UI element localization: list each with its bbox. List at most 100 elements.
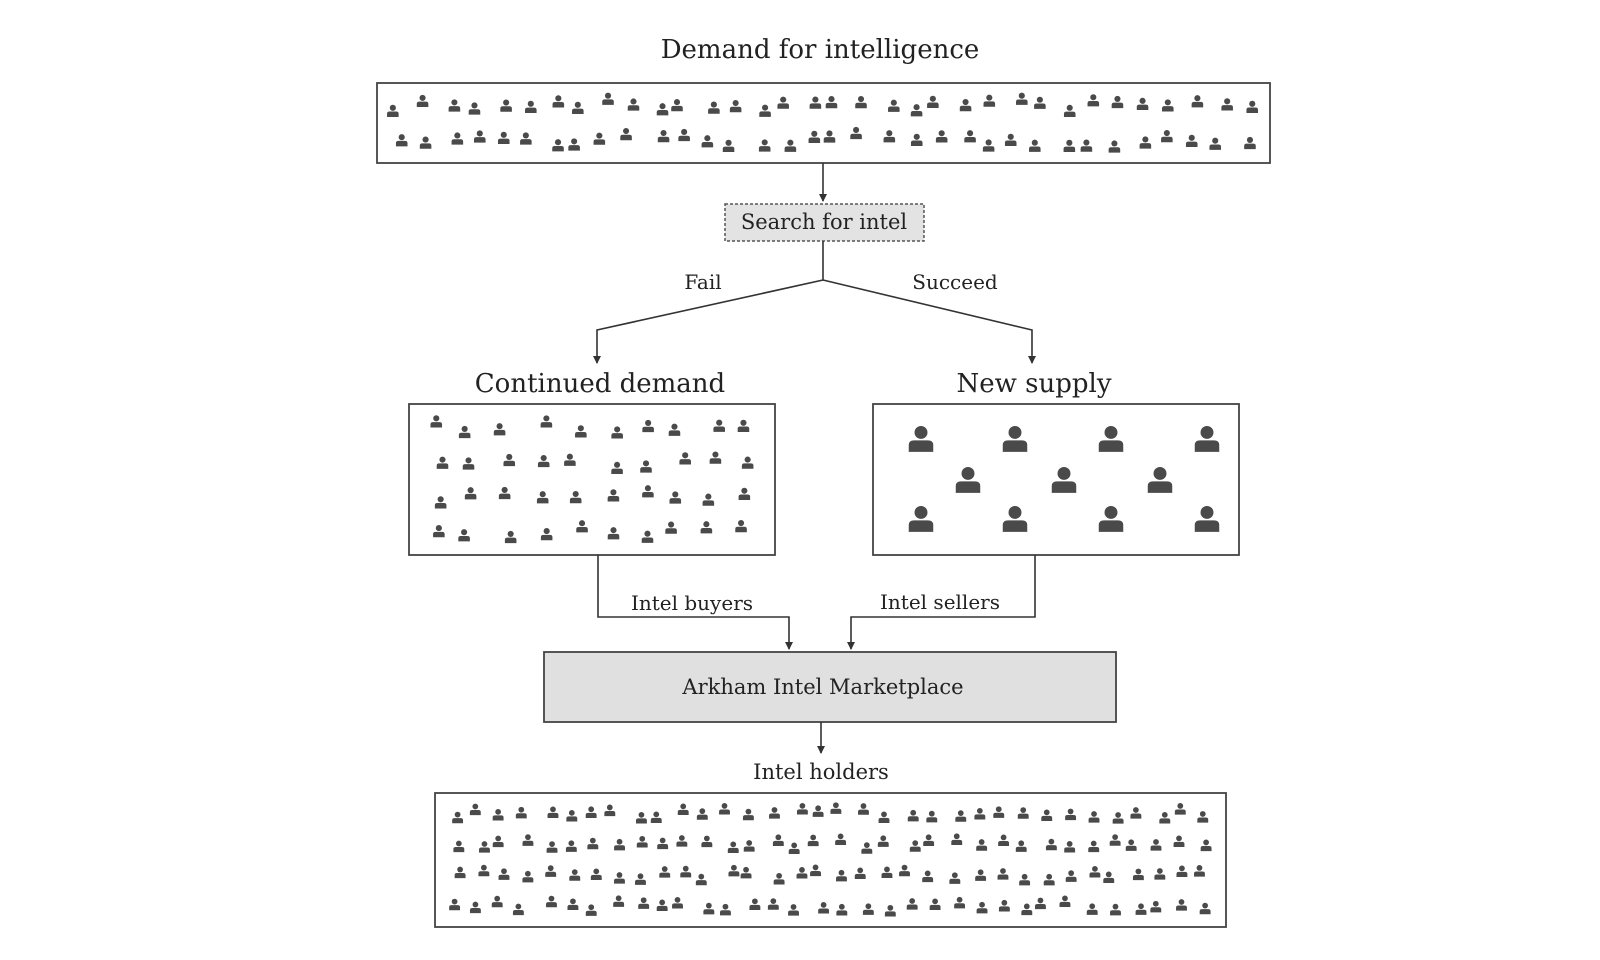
person-icon bbox=[1161, 129, 1173, 143]
person-icon bbox=[836, 869, 847, 882]
person-icon bbox=[949, 872, 961, 884]
person-icon bbox=[671, 99, 683, 112]
person-icon bbox=[1002, 505, 1028, 532]
person-icon bbox=[695, 873, 707, 886]
person-icon bbox=[810, 864, 821, 877]
person-icon bbox=[449, 898, 461, 911]
person-icon bbox=[923, 834, 935, 846]
person-icon bbox=[998, 834, 1010, 847]
person-icon bbox=[1088, 811, 1100, 823]
marketplace-label: Arkham Intel Marketplace bbox=[681, 675, 963, 699]
person-icon bbox=[983, 94, 996, 107]
person-icon bbox=[590, 868, 602, 881]
person-icon bbox=[974, 807, 986, 820]
person-icon bbox=[604, 804, 616, 817]
person-icon bbox=[850, 126, 862, 140]
person-icon bbox=[478, 864, 490, 877]
person-icon bbox=[1185, 134, 1198, 148]
person-icon bbox=[454, 866, 466, 879]
person-icon bbox=[430, 415, 443, 428]
person-icon bbox=[908, 505, 934, 532]
person-icon bbox=[1174, 803, 1186, 815]
person-icon bbox=[809, 96, 822, 109]
person-icon bbox=[668, 423, 681, 436]
person-icon bbox=[479, 841, 490, 853]
person-icon bbox=[657, 129, 670, 143]
person-icon bbox=[565, 840, 577, 852]
person-icon bbox=[452, 811, 464, 824]
person-icon bbox=[469, 901, 481, 914]
person-icon bbox=[1087, 94, 1100, 107]
person-icon bbox=[635, 873, 646, 885]
person-icon bbox=[1176, 865, 1188, 877]
person-icon bbox=[572, 101, 584, 115]
person-icon bbox=[1147, 466, 1173, 493]
fail-label: Fail bbox=[684, 270, 721, 294]
person-icon bbox=[749, 898, 761, 910]
person-icon bbox=[1098, 425, 1124, 452]
new-supply-title: New supply bbox=[956, 369, 1111, 399]
person-icon bbox=[433, 525, 445, 538]
fail-branch bbox=[593, 241, 824, 364]
person-icon bbox=[1132, 868, 1144, 881]
person-icon bbox=[906, 898, 918, 910]
person-icon bbox=[881, 866, 893, 879]
person-icon bbox=[1112, 812, 1124, 824]
person-icon bbox=[1197, 811, 1209, 823]
person-icon bbox=[1002, 425, 1028, 452]
person-icon bbox=[884, 904, 896, 917]
person-icon bbox=[537, 454, 550, 468]
person-icon bbox=[858, 803, 869, 815]
person-icon bbox=[835, 833, 847, 845]
person-icon bbox=[458, 425, 471, 439]
person-icon bbox=[1098, 505, 1124, 532]
person-icon bbox=[727, 841, 739, 854]
person-icon bbox=[1063, 104, 1076, 118]
person-icon bbox=[614, 872, 625, 884]
demand-crowd bbox=[387, 92, 1259, 153]
person-icon bbox=[927, 95, 939, 108]
person-icon bbox=[708, 101, 720, 114]
person-icon bbox=[1194, 425, 1220, 452]
person-icon bbox=[741, 456, 754, 469]
person-icon bbox=[680, 865, 692, 878]
person-icon bbox=[728, 864, 740, 877]
person-icon bbox=[1065, 808, 1077, 821]
person-icon bbox=[564, 453, 576, 466]
succeed-label: Succeed bbox=[912, 270, 998, 294]
person-icon bbox=[1246, 100, 1259, 114]
person-icon bbox=[434, 496, 447, 509]
person-icon bbox=[640, 460, 652, 473]
person-icon bbox=[672, 896, 683, 909]
person-icon bbox=[419, 136, 432, 149]
person-icon bbox=[1108, 140, 1121, 153]
person-icon bbox=[1194, 865, 1205, 877]
person-icon bbox=[576, 520, 588, 533]
person-icon bbox=[908, 425, 934, 452]
person-icon bbox=[1103, 871, 1115, 884]
person-icon bbox=[722, 139, 735, 153]
person-icon bbox=[1045, 838, 1057, 851]
person-icon bbox=[1065, 870, 1077, 882]
person-icon bbox=[1125, 839, 1137, 851]
person-icon bbox=[512, 903, 524, 916]
person-icon bbox=[759, 104, 771, 117]
person-icon bbox=[504, 530, 517, 544]
person-icon bbox=[964, 130, 976, 143]
person-icon bbox=[935, 130, 948, 143]
person-icon bbox=[1034, 897, 1046, 910]
person-icon bbox=[1176, 899, 1187, 911]
person-icon bbox=[1064, 841, 1076, 853]
person-icon bbox=[959, 98, 972, 112]
person-icon bbox=[836, 903, 848, 916]
person-icon bbox=[738, 487, 751, 500]
person-icon bbox=[1154, 868, 1166, 880]
person-icon bbox=[907, 809, 919, 822]
buyers-label: Intel buyers bbox=[631, 591, 753, 615]
person-icon bbox=[575, 425, 587, 438]
person-icon bbox=[546, 895, 557, 908]
person-icon bbox=[679, 452, 691, 465]
sellers-label: Intel sellers bbox=[880, 590, 1000, 614]
person-icon bbox=[552, 139, 564, 152]
person-icon bbox=[740, 866, 752, 879]
